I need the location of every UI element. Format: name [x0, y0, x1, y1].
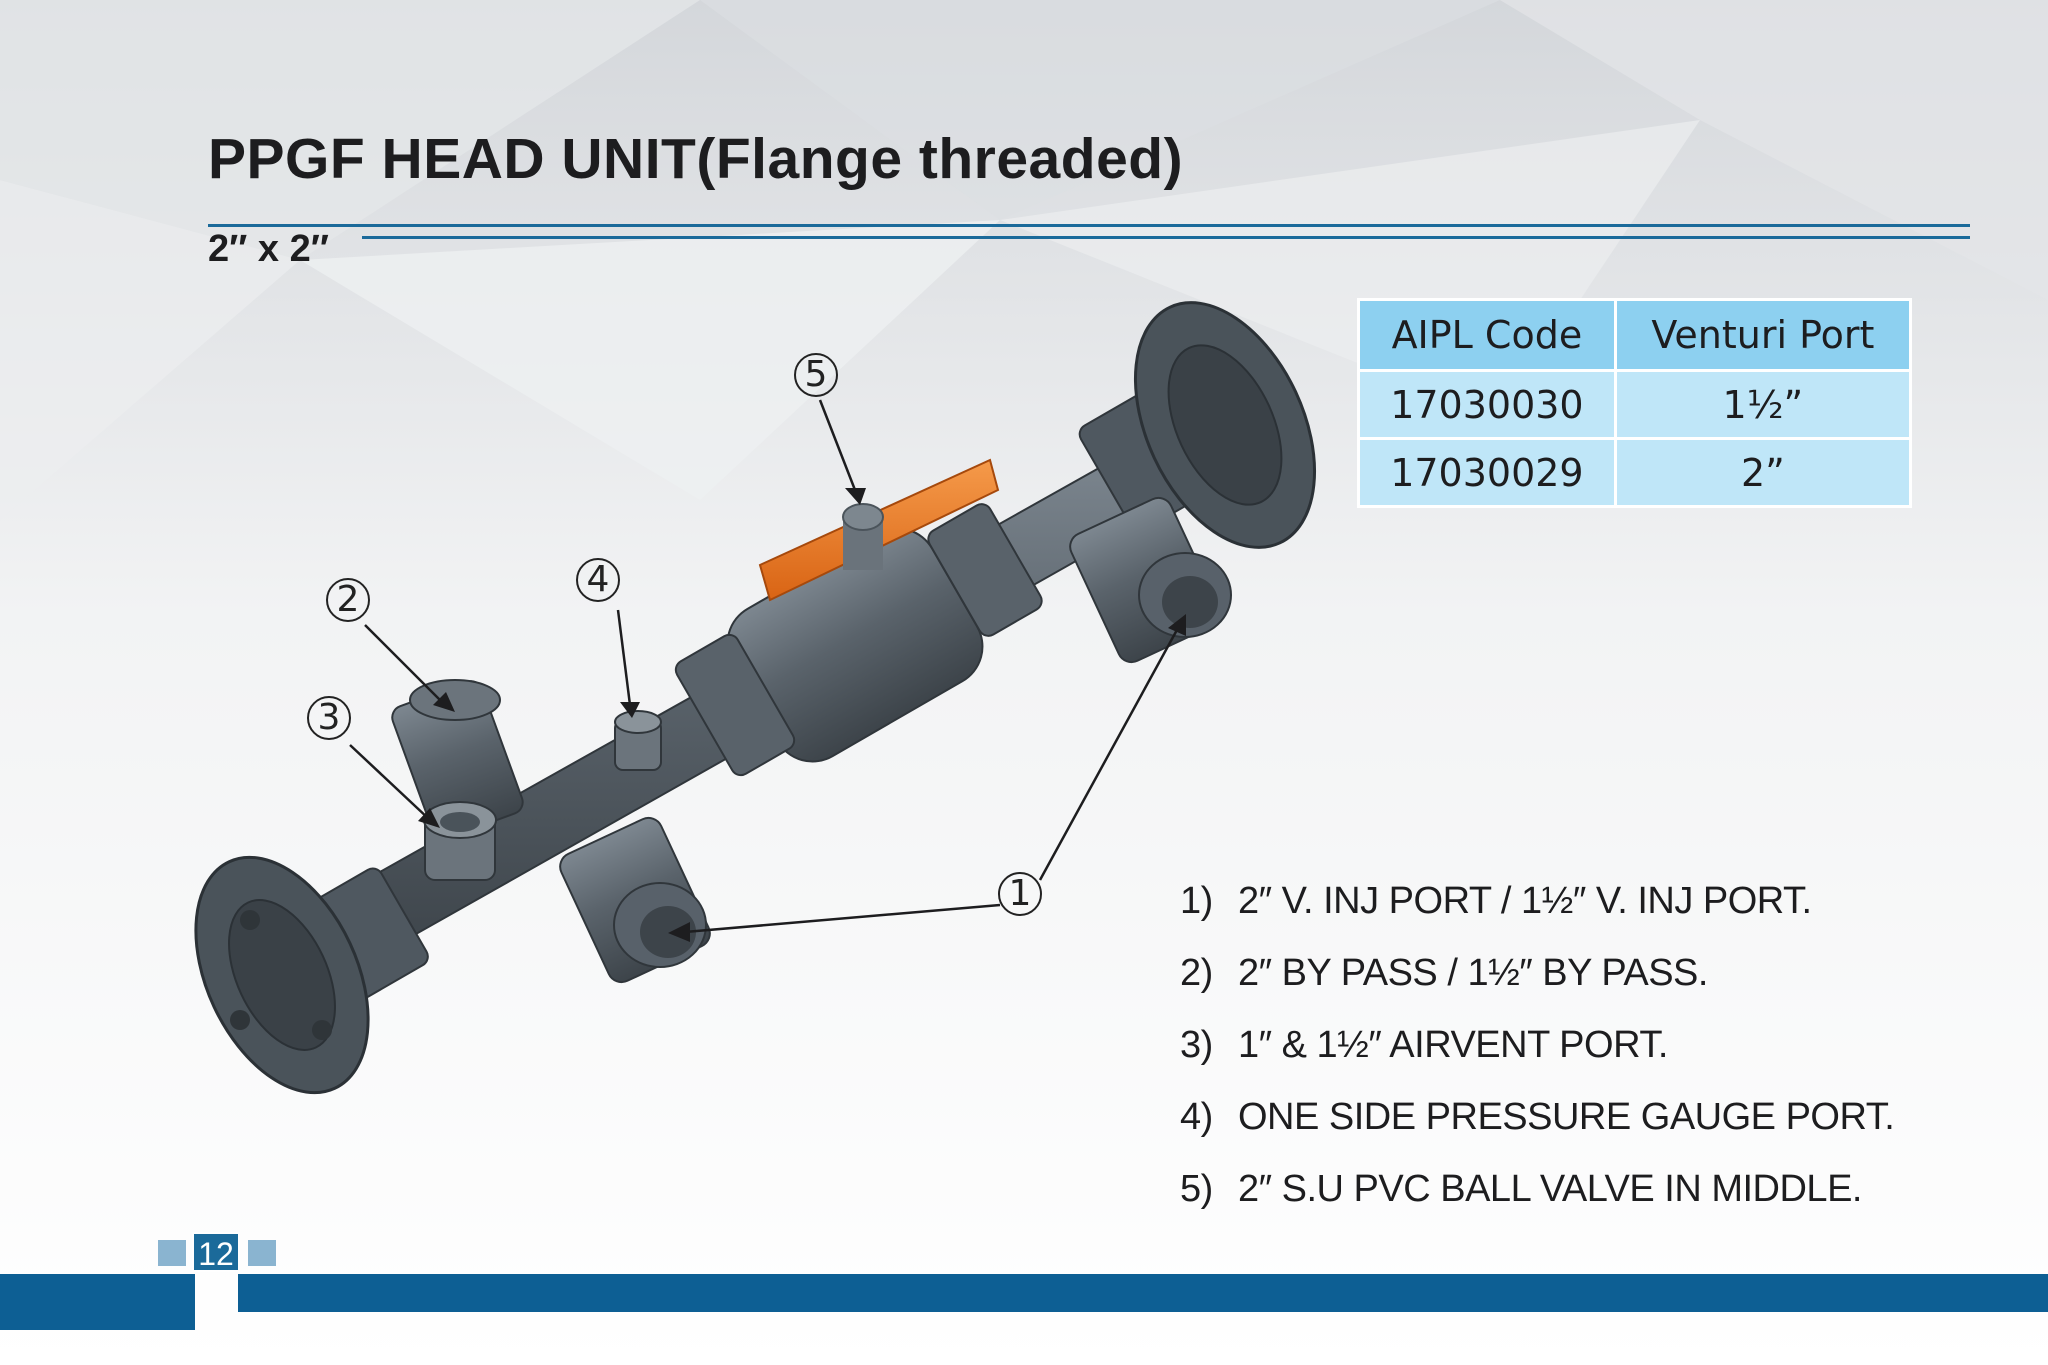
list-item: 5)2″ S.U PVC BALL VALVE IN MIDDLE.: [1180, 1168, 1862, 1210]
cell-code: 17030029: [1357, 437, 1617, 508]
list-item: 1)2″ V. INJ PORT / 1½″ V. INJ PORT.: [1180, 880, 1812, 922]
callout-1: 1: [998, 872, 1042, 916]
left-flange: [194, 855, 429, 1095]
footer-square-left: [158, 1240, 186, 1266]
venturi-port-lower: [559, 816, 711, 984]
airvent-port: [423, 801, 497, 881]
title-rule: [208, 224, 1970, 227]
table-row: 17030030 1½”: [1357, 369, 1913, 440]
page-number: 12: [192, 1232, 240, 1272]
page-title: PPGF HEAD UNIT(Flange threaded): [208, 127, 1184, 191]
callout-5: 5: [794, 353, 838, 397]
pressure-gauge-port: [614, 710, 662, 771]
list-item: 4)ONE SIDE PRESSURE GAUGE PORT.: [1180, 1096, 1895, 1138]
valve-handle: [758, 458, 1000, 602]
feature-list: 1)2″ V. INJ PORT / 1½″ V. INJ PORT. 2)2″…: [1180, 880, 1895, 1240]
callout-3: 3: [307, 696, 351, 740]
table-header-row: AIPL Code Venturi Port: [1357, 298, 1913, 372]
size-subtitle: 2″ x 2″: [208, 228, 329, 270]
footer-bar-right: [238, 1274, 2048, 1312]
subtitle-rule: [362, 236, 1970, 239]
aipl-code-table: AIPL Code Venturi Port 17030030 1½” 1703…: [1357, 298, 1913, 508]
footer-bar-left: [0, 1274, 195, 1330]
cell-port: 1½”: [1613, 369, 1913, 440]
cell-code: 17030030: [1357, 369, 1617, 440]
right-flange: [1078, 301, 1317, 549]
list-item: 3)1″ & 1½″ AIRVENT PORT.: [1180, 1024, 1668, 1066]
callout-2: 2: [326, 578, 370, 622]
callout-4: 4: [576, 558, 620, 602]
footer-square-right: [248, 1240, 276, 1266]
cell-port: 2”: [1613, 437, 1913, 508]
list-item: 2)2″ BY PASS / 1½″ BY PASS.: [1180, 952, 1708, 994]
table-row: 17030029 2”: [1357, 437, 1913, 508]
header-aipl-code: AIPL Code: [1357, 298, 1617, 372]
header-venturi-port: Venturi Port: [1613, 298, 1913, 372]
leader-lines: [349, 399, 1186, 942]
